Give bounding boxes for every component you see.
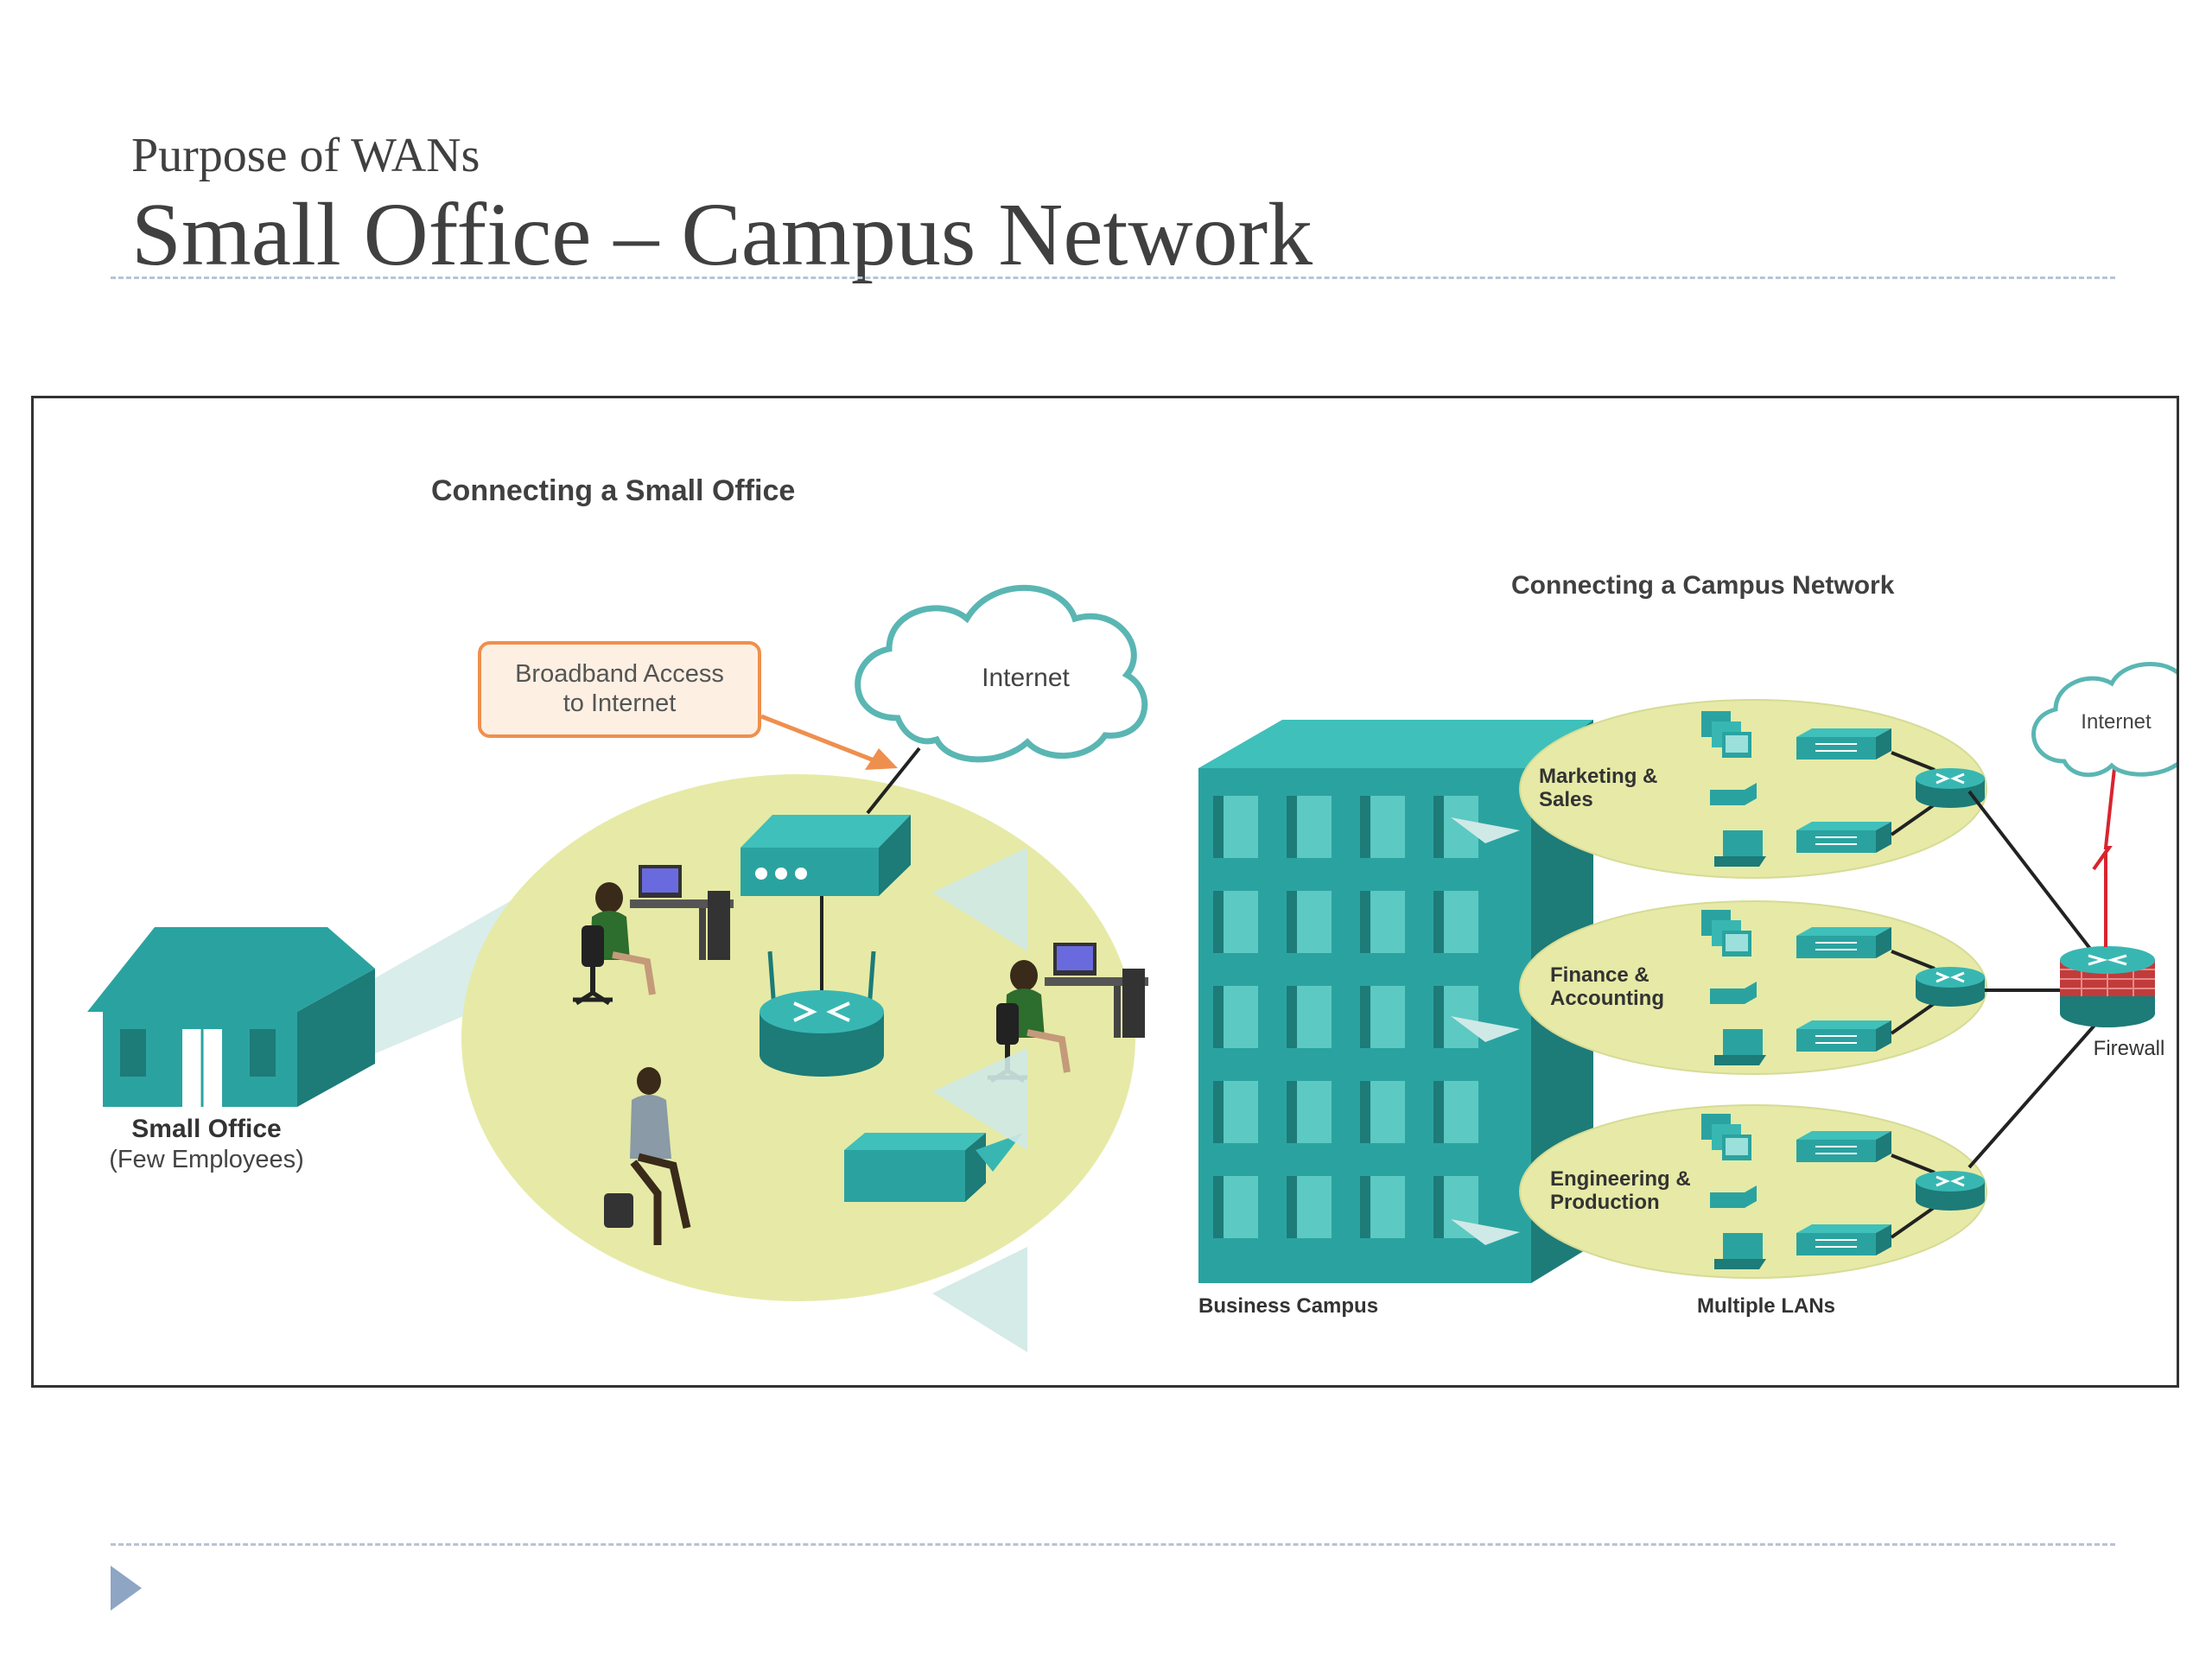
house-icon [87,927,375,1107]
lan-finance-accounting: Finance & Accounting [1451,900,1987,1075]
small-office-sublabel: (Few Employees) [109,1146,304,1173]
printer-icon [844,1133,1023,1202]
wireless-router-icon [760,950,884,1077]
cloud-icon [2031,662,2177,778]
network-diagram: Connecting a Small Office Connecting a C… [87,474,2177,1352]
callout-line2: to Internet [563,690,677,717]
campus-internet-label: Internet [2081,710,2152,734]
broadband-callout [478,641,761,738]
modem-icon [741,815,911,896]
firewall-icon [2060,946,2155,1027]
person-icon [604,1067,691,1245]
slide-subtitle: Purpose of WANs [131,129,480,182]
zoom-beam [331,882,543,1072]
internet-cloud-label: Internet [982,664,1070,692]
diagram-frame: Connecting a Small Office Connecting a C… [31,396,2179,1388]
business-campus-label: Business Campus [1198,1294,1378,1318]
callout-line1: Broadband Access [515,660,724,688]
dept-label-line1: Finance & [1550,963,1649,987]
next-slide-arrow-icon[interactable] [111,1566,142,1611]
dept-label-line2: Accounting [1550,987,1664,1010]
small-office-label: Small Office [131,1115,281,1143]
lan-marketing-sales: Marketing & Sales [1451,699,1987,879]
footer-divider [111,1543,2115,1546]
wan-link-zigzag [2092,704,2123,947]
firewall-label: Firewall [2094,1037,2165,1060]
dept-label-line1: Engineering & [1550,1167,1691,1191]
cloud-icon [855,584,1148,763]
dept-label-line1: Marketing & [1539,765,1657,788]
campus-heading: Connecting a Campus Network [1511,571,1895,600]
callout-arrow [760,714,877,764]
slide-title: Small Office – Campus Network [131,185,1313,284]
dept-label-line2: Sales [1539,788,1593,811]
dept-label-line2: Production [1550,1191,1660,1214]
lan-engineering-production: Engineering & Production [1451,1104,1987,1279]
title-divider [111,276,2115,279]
multiple-lans-label: Multiple LANs [1697,1294,1835,1318]
small-office-heading: Connecting a Small Office [431,474,795,507]
